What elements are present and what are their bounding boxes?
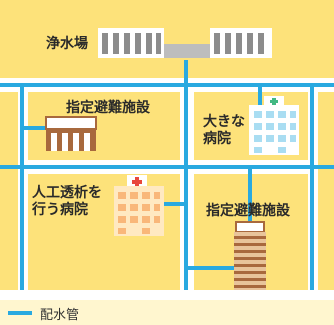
water-pipes [0, 60, 334, 290]
pipe-horizontal-1 [0, 83, 334, 87]
clinic-icon [114, 175, 164, 236]
block-left [0, 92, 18, 290]
water-treatment-plant-icon [98, 28, 272, 58]
pipe-branch-evac-2-top [248, 169, 252, 224]
block-right [318, 92, 334, 290]
tower-shelter-icon [234, 221, 266, 290]
pipe-vertical-3 [310, 83, 314, 290]
pipe-branch-dialysis [164, 202, 184, 206]
legend-label: 配水管 [40, 307, 80, 323]
label-water-plant: 浄水場 [46, 36, 88, 52]
pipe-legend-swatch [8, 311, 32, 315]
hospital-icon [249, 96, 299, 155]
label-big-hospital: 大きな 病院 [203, 114, 245, 147]
label-evac-2: 指定避難施設 [206, 203, 290, 219]
label-dialysis-hospital: 人工透析を 行う病院 [32, 185, 102, 218]
legend: 配水管 [8, 304, 80, 323]
pipe-horizontal-2 [0, 165, 334, 169]
evacuation-shelter-icon [45, 116, 97, 151]
label-evac-1: 指定避難施設 [66, 100, 150, 116]
pipe-branch-evac-2 [188, 266, 238, 270]
pipe-branch-big-hospital [258, 87, 262, 105]
pipe-vertical-2 [184, 60, 188, 290]
pipe-vertical-1 [20, 83, 24, 290]
map-canvas [0, 0, 334, 300]
block-water-plant [0, 0, 334, 78]
pipe-branch-evac-1 [24, 126, 46, 130]
